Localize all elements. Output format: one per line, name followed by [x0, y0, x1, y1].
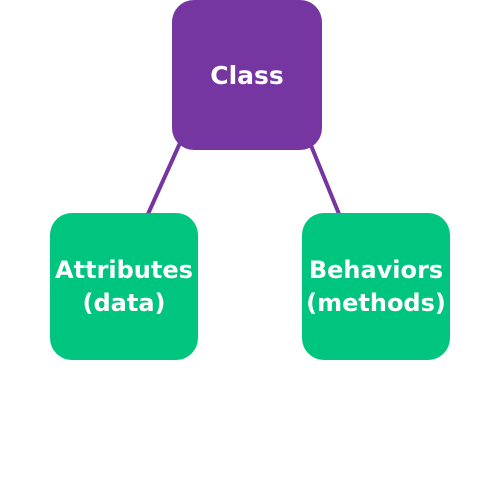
attributes-node-text: Attributes (data): [55, 254, 193, 319]
attributes-node-label-line2: (data): [82, 288, 166, 317]
edge-class-to-behaviors: [308, 141, 341, 216]
behaviors-node-label-line2: (methods): [306, 288, 446, 317]
attributes-node-label-line1: Attributes: [55, 256, 193, 285]
class-node-label: Class: [210, 60, 284, 90]
edge-class-to-attributes: [146, 141, 182, 216]
behaviors-node-text: Behaviors (methods): [306, 254, 446, 319]
class-node: Class: [172, 0, 322, 150]
attributes-node: Attributes (data): [50, 213, 198, 360]
behaviors-node: Behaviors (methods): [302, 213, 450, 360]
behaviors-node-label-line1: Behaviors: [308, 256, 444, 285]
